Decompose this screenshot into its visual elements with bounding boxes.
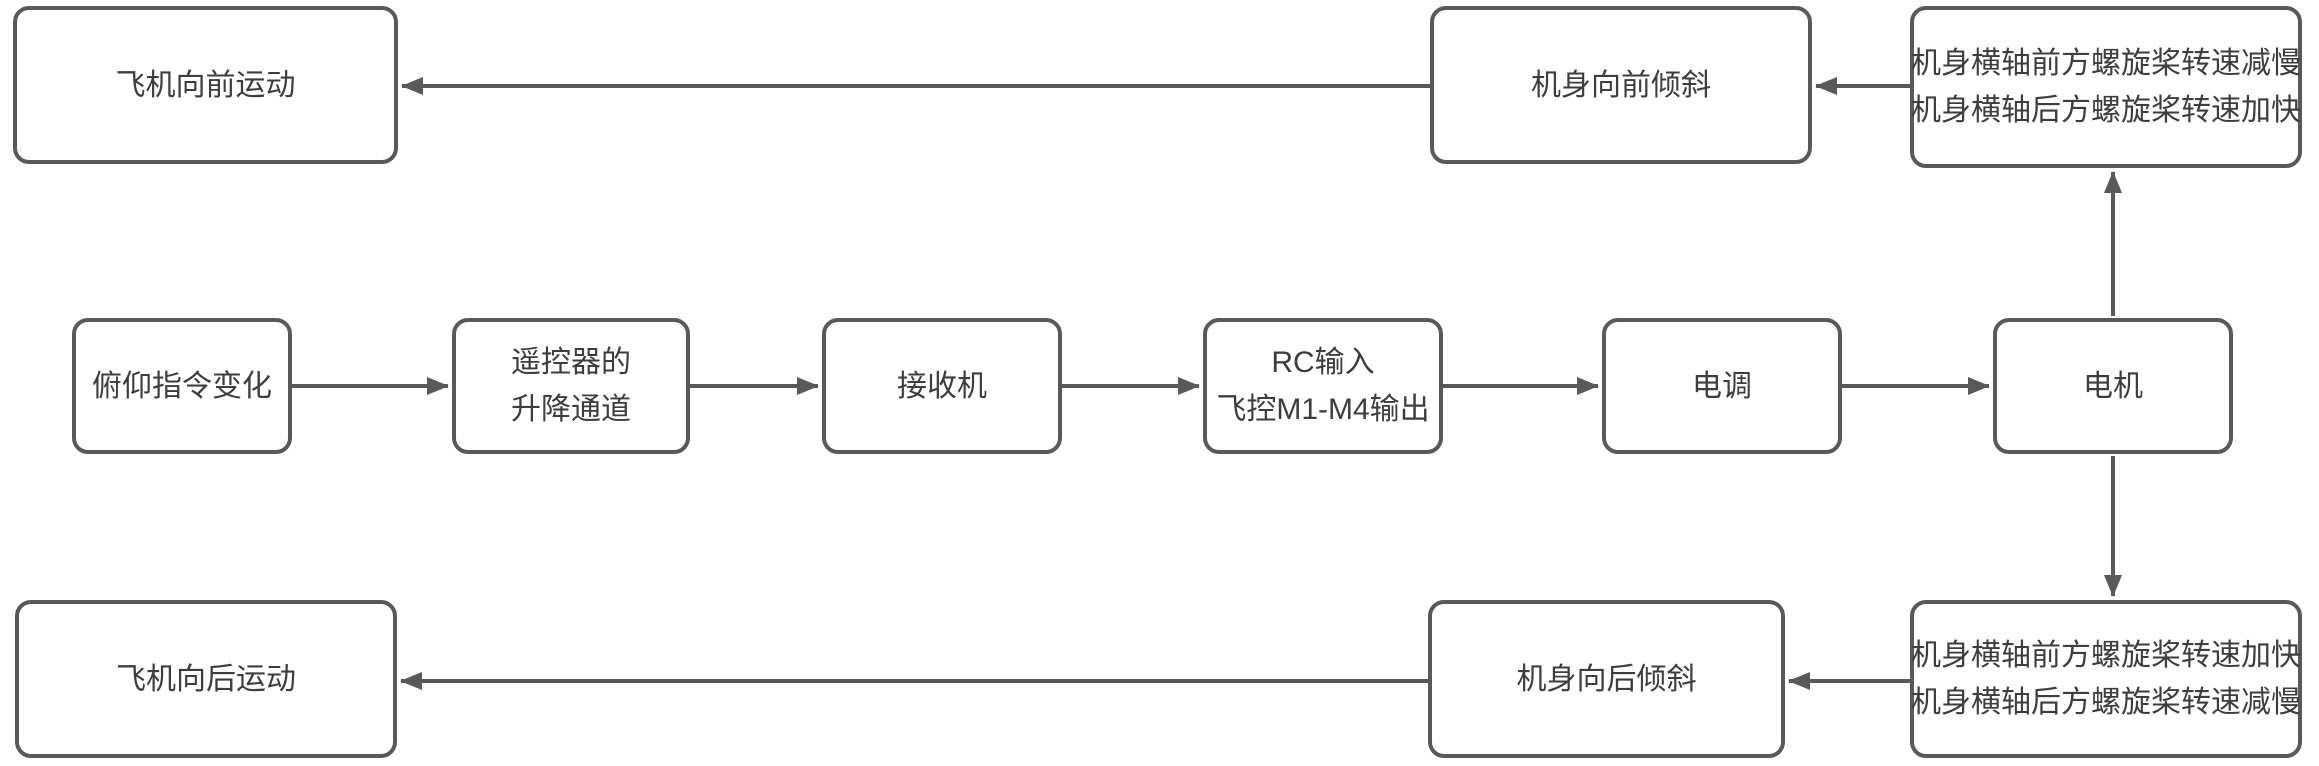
node-fuselage-tilt-backward-label: 机身向后倾斜 [1516, 662, 1697, 696]
node-pitch-command-change: 俯仰指令变化 [72, 318, 292, 454]
node-aircraft-backward-label: 飞机向后运动 [116, 662, 296, 696]
node-props-front-fast-rear-slow-line2: 机身横轴后方螺旋桨转速减慢 [1911, 686, 2301, 719]
node-fuselage-tilt-backward: 机身向后倾斜 [1428, 600, 1785, 758]
node-remote-elevator-channel-line2: 升降通道 [511, 393, 631, 426]
node-pitch-command-change-label: 俯仰指令变化 [92, 369, 272, 403]
node-remote-elevator-channel: 遥控器的 升降通道 [452, 318, 690, 454]
node-receiver-label: 接收机 [897, 369, 987, 403]
node-flight-controller: RC输入 飞控M1-M4输出 [1203, 318, 1443, 454]
node-props-front-slow-rear-fast: 机身横轴前方螺旋桨转速减慢 机身横轴后方螺旋桨转速加快 [1910, 6, 2302, 168]
node-esc: 电调 [1602, 318, 1842, 454]
node-flight-controller-line2: 飞控M1-M4输出 [1216, 393, 1430, 426]
node-fuselage-tilt-forward: 机身向前倾斜 [1430, 6, 1812, 164]
node-remote-elevator-channel-line1: 遥控器的 [511, 346, 631, 379]
node-motor: 电机 [1993, 318, 2233, 454]
node-esc-label: 电调 [1692, 369, 1752, 403]
node-receiver: 接收机 [822, 318, 1062, 454]
node-aircraft-forward: 飞机向前运动 [13, 6, 398, 164]
node-aircraft-forward-label: 飞机向前运动 [115, 68, 296, 102]
node-props-front-slow-rear-fast-line2: 机身横轴后方螺旋桨转速加快 [1911, 94, 2301, 127]
node-props-front-fast-rear-slow: 机身横轴前方螺旋桨转速加快 机身横轴后方螺旋桨转速减慢 [1910, 600, 2302, 758]
node-motor-label: 电机 [2083, 369, 2143, 403]
node-props-front-slow-rear-fast-line1: 机身横轴前方螺旋桨转速减慢 [1911, 47, 2301, 80]
node-flight-controller-line1: RC输入 [1271, 346, 1375, 379]
node-fuselage-tilt-forward-label: 机身向前倾斜 [1531, 68, 1711, 102]
node-aircraft-backward: 飞机向后运动 [15, 600, 397, 758]
node-props-front-fast-rear-slow-line1: 机身横轴前方螺旋桨转速加快 [1911, 639, 2301, 672]
